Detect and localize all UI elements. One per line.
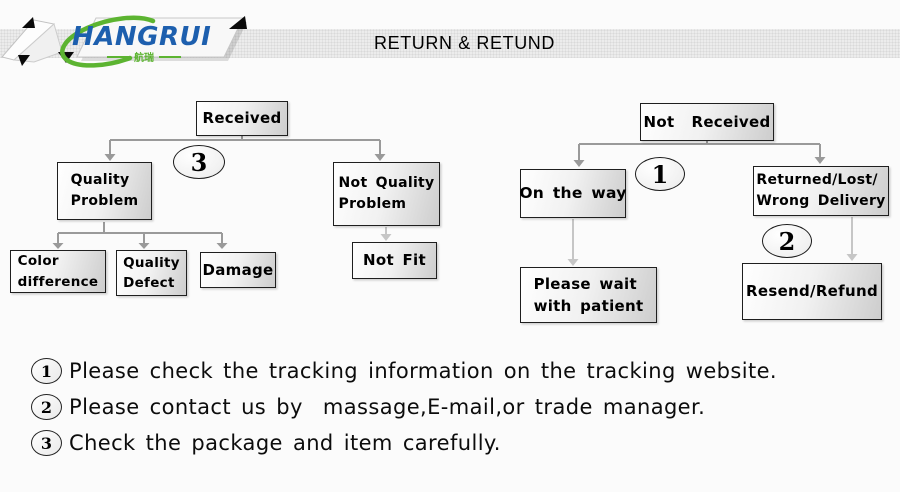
note-line-1: 1 Please check the tracking information …: [31, 356, 777, 386]
logo-banner: [76, 17, 244, 58]
flow-box-damage: Damage: [200, 252, 276, 288]
light-arrowheads: [380, 234, 858, 266]
corner-triangle-icon: [22, 17, 35, 28]
note-text-2: Please contact us by massage,E-mail,or t…: [69, 395, 706, 419]
dash-line: [159, 55, 181, 58]
page-title: RETURN & RETUND: [374, 33, 556, 53]
logo-banner-decoration: [1, 15, 247, 68]
corner-triangle-icon: [229, 16, 247, 29]
step-badge-3: 3: [173, 145, 225, 179]
brand-name: HANGRUI: [72, 22, 212, 52]
note-line-2: 2 Please contact us by massage,E-mail,or…: [31, 392, 705, 422]
note-line-3: 3 Check the package and item carefully.: [31, 428, 501, 458]
connector-lines: [57, 136, 821, 243]
flow-box-received: Received: [196, 101, 288, 136]
flow-box-quality-defect: Quality Defect: [116, 250, 187, 296]
flow-box-quality-problem: Quality Problem: [57, 162, 152, 220]
logo-swoosh-icon: [60, 15, 156, 68]
note-number-2: 2: [31, 394, 62, 420]
note-text-3: Check the package and item carefully.: [69, 431, 501, 455]
step-badge-1: 1: [635, 157, 685, 191]
flow-box-not-quality-problem: Not Quality Problem: [333, 162, 440, 226]
step-badge-2: 2: [762, 224, 812, 258]
flow-box-color-difference: Color difference: [10, 250, 106, 293]
note-text-1: Please check the tracking information on…: [69, 359, 777, 383]
flow-box-not-received: Not Received: [640, 103, 774, 141]
brand-chinese-text: 航瑞: [134, 53, 154, 64]
flow-box-returned-lost: Returned/Lost/ Wrong Delivery: [753, 166, 889, 216]
dash-line: [107, 55, 129, 58]
brand-chinese: 航瑞: [98, 49, 190, 64]
corner-triangle-icon: [18, 55, 30, 66]
light-connector-lines: [385, 217, 853, 259]
flow-box-not-fit: Not Fit: [352, 242, 437, 279]
note-number-3: 3: [31, 430, 62, 456]
flow-box-resend-refund: Resend/Refund: [742, 263, 882, 320]
flow-box-please-wait: Please wait with patient: [520, 267, 657, 323]
note-number-1: 1: [31, 358, 62, 384]
flow-box-on-the-way: On the way: [519, 169, 626, 218]
arrowheads: [52, 154, 826, 249]
